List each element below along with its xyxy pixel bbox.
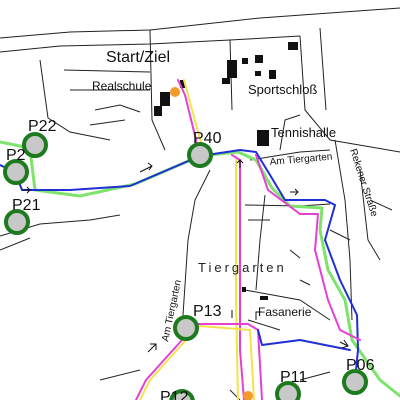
direction-arrows (22, 159, 349, 353)
waypoint-p21[interactable]: P21 (4, 197, 41, 235)
route-blue (0, 149, 359, 381)
waypoint-p11[interactable]: P11 (275, 369, 307, 400)
label-rekener-strasse: Rekener Straße (347, 148, 379, 219)
route-blue-lower (257, 329, 351, 351)
start-marker[interactable] (170, 87, 180, 97)
waypoint-p06[interactable]: P06 (342, 357, 375, 395)
svg-text:P06: P06 (346, 357, 375, 374)
svg-text:P12: P12 (160, 389, 189, 400)
waypoint-p2x[interactable]: P2 (3, 147, 29, 185)
route-green (0, 140, 400, 398)
svg-text:P2: P2 (6, 147, 26, 164)
waypoint-p40[interactable]: P40 (187, 130, 222, 168)
label-tennishalle: Tennishalle (271, 125, 336, 140)
route-yellow (183, 79, 239, 400)
svg-text:P21: P21 (12, 197, 41, 214)
routes (0, 79, 400, 400)
waypoint-orange-dot (243, 391, 253, 400)
svg-text:P13: P13 (193, 303, 222, 320)
svg-text:P22: P22 (28, 118, 57, 135)
waypoint-p22[interactable]: P22 (22, 118, 57, 158)
svg-text:P40: P40 (193, 130, 222, 147)
waypoint-p13[interactable]: P13 (173, 303, 222, 341)
label-tiergarten: Tiergarten (198, 260, 287, 275)
label-am-tiergarten-top: Am Tiergarten (269, 152, 333, 168)
svg-text:P11: P11 (280, 369, 307, 386)
buildings (15, 42, 298, 300)
waypoint-p12[interactable]: P12 (160, 389, 195, 400)
label-sportschloss: Sportschloß (248, 82, 317, 97)
label-realschule: Realschule (92, 79, 152, 93)
street-network (0, 7, 400, 400)
label-fasanerie: Fasanerie (258, 305, 312, 319)
route-magenta (177, 79, 361, 400)
label-start-ziel: Start/Ziel (106, 49, 170, 66)
